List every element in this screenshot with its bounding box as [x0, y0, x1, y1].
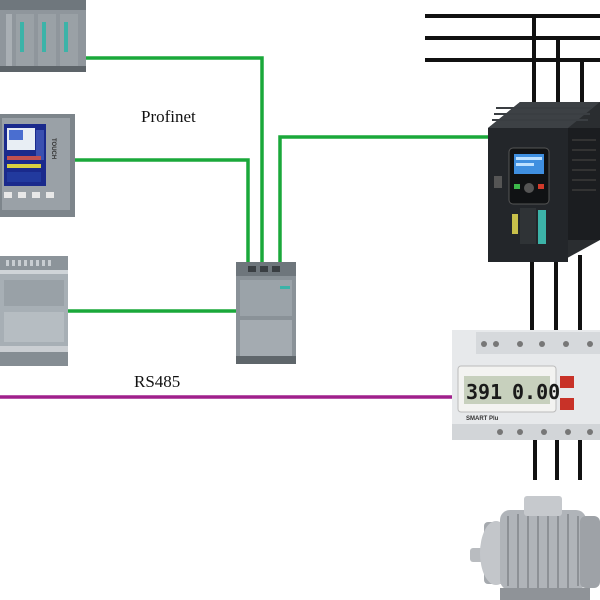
energy-meter-device: 391 0.00 SMART Plu [452, 330, 600, 440]
meter-brand-text: SMART Plu [466, 416, 499, 422]
profinet-link-hmi [75, 158, 250, 262]
frequency-drive-device [488, 102, 600, 262]
network-switch-device [236, 262, 296, 364]
rs485-label: RS485 [134, 372, 180, 391]
profinet-link-plc-rack [85, 56, 264, 262]
power-bus [425, 14, 600, 480]
hmi-brand-text: TOUCH [50, 138, 56, 159]
hmi-panel-device: TOUCH [0, 114, 75, 217]
plc-device [0, 256, 68, 366]
profinet-link-drive [278, 135, 488, 262]
meter-reading-right: 0.00 [512, 380, 560, 404]
meter-reading-left: 391 [466, 380, 502, 404]
plc-rack-device [0, 0, 86, 72]
profinet-links [68, 56, 488, 313]
profinet-label: Profinet [141, 107, 196, 126]
electric-motor-device [470, 496, 600, 600]
